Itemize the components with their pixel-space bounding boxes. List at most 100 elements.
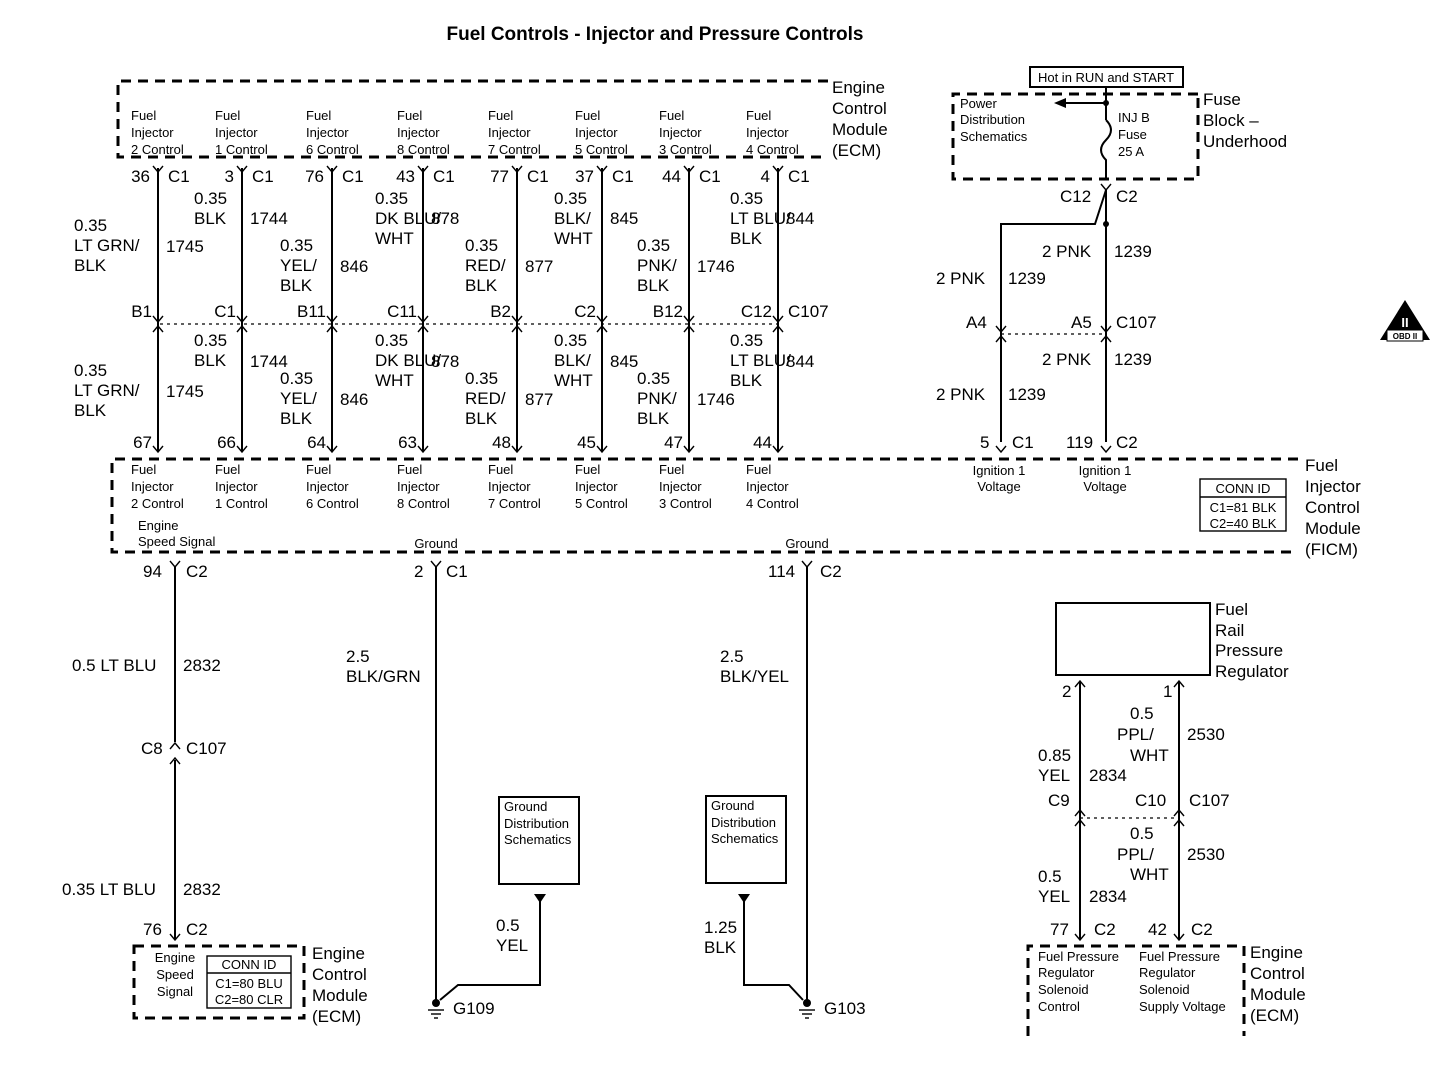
connector-icon [596, 165, 608, 174]
connector-icon [417, 445, 429, 454]
ecm-pin-label: Fuel [746, 108, 771, 123]
wire-label: WHT [554, 229, 593, 248]
connector-icon [683, 445, 695, 454]
connector-icon [772, 315, 784, 324]
ficm-pin-label: 5 Control [575, 496, 628, 511]
reg-right-lower-circuit: 2530 [1187, 845, 1225, 864]
ecm-pin-label: Fuel [215, 108, 240, 123]
wire-label: BLK [280, 276, 313, 295]
reg-name4: Regulator [1215, 662, 1289, 681]
ficm-pin-number: 67 [133, 433, 152, 452]
ficm-speed-line2: Speed Signal [138, 534, 215, 549]
ficm-ign2-line2: Voltage [1083, 479, 1126, 494]
reg-right-lower-color2: WHT [1130, 865, 1169, 884]
wire-label: BLK [194, 351, 227, 370]
speed-signal-wire: 94 C2 0.5 LT BLU 2832 C8 C107 0.35 LT BL… [62, 560, 227, 942]
ficm-conn-id-title: CONN ID [1216, 481, 1271, 496]
ficm-pin-label: Injector [215, 479, 258, 494]
reg-right-upper-size: 0.5 [1130, 704, 1154, 723]
ficm-pin-number: 47 [664, 433, 683, 452]
ficm-pin-number: 45 [577, 433, 596, 452]
reg-pin-right: 1 [1163, 682, 1172, 701]
connector-icon [417, 315, 429, 324]
wire-label: LT GRN/ [74, 381, 140, 400]
ecm-br-right2: Regulator [1139, 965, 1196, 980]
ficm-ign2-line1: Ignition 1 [1079, 463, 1132, 478]
wire-label: 0.35 [74, 216, 107, 235]
pnk-left-lower-circuit: 1239 [1008, 385, 1046, 404]
hot-label: Hot in RUN and START [1038, 70, 1174, 85]
reg-ecm-left-pin: 77 [1050, 920, 1069, 939]
ecm-pin-label: Fuel [306, 108, 331, 123]
ecm-pin-label: Fuel [488, 108, 513, 123]
speed-upper-circuit: 2832 [183, 656, 221, 675]
wire-label: 0.35 [554, 331, 587, 350]
speed-conn-bottom: C2 [186, 920, 208, 939]
fuse-block-name2: Block – [1203, 111, 1259, 130]
g103-dist-box [705, 795, 787, 884]
c107-pin: C12 [741, 302, 772, 321]
c107-pin: B11 [297, 302, 326, 321]
connector-icon [326, 165, 338, 174]
g103-branch-size: 1.25 [704, 918, 737, 937]
g109-label: G109 [453, 999, 495, 1018]
obd-bottom: OBD II [1393, 332, 1417, 341]
connector-icon [152, 445, 164, 454]
speed-lower-circuit: 2832 [183, 880, 221, 899]
wire-circuit: 1744 [250, 352, 288, 371]
ecm-pin-label: Injector [488, 125, 531, 140]
wire-label: YEL/ [280, 389, 317, 408]
connector-icon [326, 315, 338, 324]
wire-label: 0.35 [375, 189, 408, 208]
g109-branch-size: 0.5 [496, 916, 520, 935]
regulator-box [1055, 602, 1211, 676]
wire-label: 0.35 [375, 331, 408, 350]
connector-icon [683, 315, 695, 324]
speed-lower-size: 0.35 LT BLU [62, 880, 156, 899]
connector-icon [326, 324, 338, 333]
ecm-bl-label2: Speed [156, 967, 194, 982]
connector-icon [152, 324, 164, 333]
ecm-bl-conn-id-c2: C2=80 CLR [215, 992, 283, 1007]
ecm-br-right4: Supply Voltage [1139, 999, 1226, 1014]
wire-label: LT GRN/ [74, 236, 140, 255]
wire-label: 0.35 [465, 236, 498, 255]
ecm-bl-name1: Engine [312, 944, 365, 963]
wire-label: BLK [637, 409, 670, 428]
wire-label: BLK [74, 401, 107, 420]
c107-pin: C11 [387, 302, 417, 321]
pnk-right-upper: 2 PNK [1042, 242, 1092, 261]
g103-wire-color: BLK/YEL [720, 667, 789, 686]
g109-conn: C1 [446, 562, 468, 581]
reg-c9: C9 [1048, 791, 1070, 810]
ecm-pin-number: 3 [225, 167, 234, 186]
wire-circuit: 877 [525, 390, 553, 409]
ecm-bl-conn-id-title: CONN ID [222, 957, 277, 972]
g109-wire-size: 2.5 [346, 647, 370, 666]
ficm-name2: Injector [1305, 477, 1361, 496]
speed-pin-top: 94 [143, 562, 162, 581]
ecm-pin-number: 77 [490, 167, 509, 186]
g109-dist1: Ground [504, 799, 547, 814]
connector-icon [511, 315, 523, 324]
connector-icon [326, 445, 338, 454]
wire-label: PNK/ [637, 389, 677, 408]
ecm-br-name4: (ECM) [1250, 1006, 1299, 1025]
ecm-pin-label: Fuel [575, 108, 600, 123]
ficm-ground2: Ground [785, 536, 828, 551]
diagram-title: Fuel Controls - Injector and Pressure Co… [446, 24, 863, 45]
g109-branch-color: YEL [496, 936, 528, 955]
wire-label: 0.35 [74, 361, 107, 380]
g109-pin: 2 [414, 562, 423, 581]
wire-circuit: 846 [340, 257, 368, 276]
wire-circuit: 1744 [250, 209, 288, 228]
connector-icon [511, 445, 523, 454]
wire-label: BLK/ [554, 209, 591, 228]
ground-icon [428, 999, 444, 1019]
wire-label: 0.35 [637, 369, 670, 388]
wire-label: BLK [280, 409, 313, 428]
wire-label: YEL/ [280, 256, 317, 275]
ecm-br-left2: Regulator [1038, 965, 1095, 980]
wire-label: DK BLU/ [375, 351, 441, 370]
